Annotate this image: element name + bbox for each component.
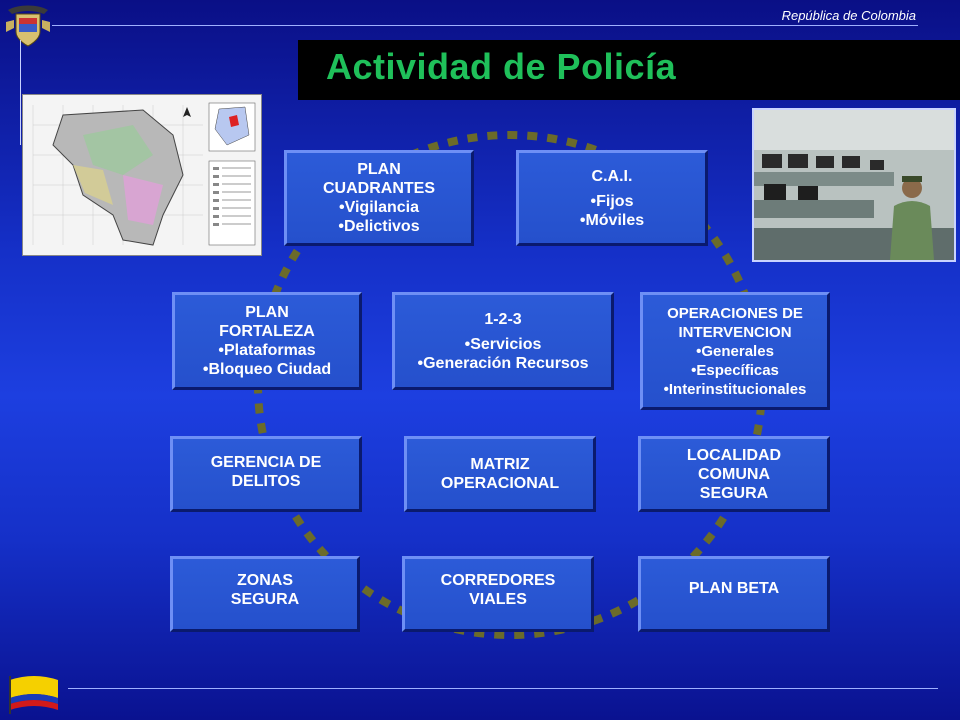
- plan-beta-box: PLAN BETA: [638, 556, 830, 632]
- cai-box: C.A.I. Fijos Móviles: [516, 150, 708, 246]
- footer-rule: [68, 688, 938, 689]
- plan-beta-title: PLAN BETA: [688, 580, 780, 597]
- country-label: República de Colombia: [781, 8, 916, 23]
- plan-cuadrantes-item: Vigilancia: [339, 198, 419, 217]
- uno-dos-tres-box: 1-2-3 Servicios Generación Recursos: [392, 292, 614, 390]
- uno-dos-tres-item: Generación Recursos: [417, 354, 588, 373]
- uno-dos-tres-item: Servicios: [465, 335, 541, 354]
- plan-fortaleza-title: PLAN FORTALEZA: [219, 304, 315, 340]
- plan-cuadrantes-box: PLAN CUADRANTES Vigilancia Delictivos: [284, 150, 474, 246]
- operaciones-item: Interinstitucionales: [664, 380, 807, 399]
- header-rule: [52, 25, 918, 26]
- police-control-room-photo: [752, 108, 956, 262]
- matriz-title: MATRIZ OPERACIONAL: [440, 456, 560, 492]
- plan-fortaleza-item: Plataformas: [218, 341, 316, 360]
- operaciones-title: OPERACIONES DE INTERVENCION: [667, 304, 803, 341]
- gerencia-box: GERENCIA DE DELITOS: [170, 436, 362, 512]
- gerencia-title: GERENCIA DE DELITOS: [210, 454, 322, 490]
- coat-of-arms-icon: [6, 5, 50, 47]
- corredores-title: CORREDORES VIALES: [440, 572, 556, 608]
- plan-cuadrantes-title: PLAN CUADRANTES: [323, 161, 435, 197]
- operaciones-box: OPERACIONES DE INTERVENCION Generales Es…: [640, 292, 830, 410]
- zonas-title: ZONAS SEGURA: [230, 572, 300, 608]
- page-title: Actividad de Policía: [326, 46, 677, 87]
- vertical-rule: [20, 40, 21, 145]
- operaciones-item: Generales: [696, 342, 774, 361]
- localidad-box: LOCALIDAD COMUNA SEGURA: [638, 436, 830, 512]
- plan-fortaleza-item: Bloqueo Ciudad: [203, 360, 331, 379]
- corredores-box: CORREDORES VIALES: [402, 556, 594, 632]
- title-bar: Actividad de Policía: [298, 40, 960, 100]
- cai-item: Fijos: [591, 192, 633, 211]
- operaciones-item: Específicas: [691, 361, 779, 380]
- uno-dos-tres-title: 1-2-3: [484, 310, 522, 328]
- localidad-title: LOCALIDAD COMUNA SEGURA: [686, 446, 782, 502]
- cai-title: C.A.I.: [591, 167, 633, 185]
- cai-item: Móviles: [580, 211, 644, 230]
- plan-cuadrantes-item: Delictivos: [338, 217, 420, 236]
- zonas-box: ZONAS SEGURA: [170, 556, 360, 632]
- plan-fortaleza-box: PLAN FORTALEZA Plataformas Bloqueo Ciuda…: [172, 292, 362, 390]
- colombia-flag-icon: [9, 676, 58, 714]
- matriz-box: MATRIZ OPERACIONAL: [404, 436, 596, 512]
- city-map-image: [22, 94, 262, 256]
